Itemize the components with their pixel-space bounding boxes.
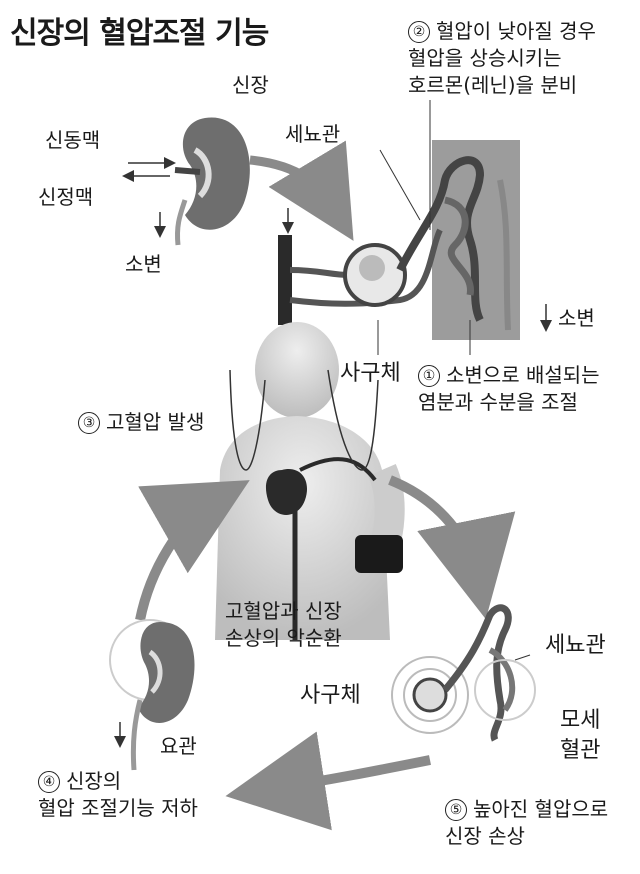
kidney-bottom-illustration [109,619,195,771]
step5-number: ⑤ [445,799,467,821]
kidney-top-illustration [122,117,250,246]
step4-line1: 신장의 [66,769,122,793]
step1-line2: 염분과 수분을 조절 [418,390,578,414]
step1-text: ① 소변으로 배설되는 염분과 수분을 조절 [418,362,600,416]
step4-number: ④ [38,771,60,793]
step2-number: ② [408,21,430,43]
step5-line1: 높아진 혈압으로 [473,797,609,821]
step5-text: ⑤ 높아진 혈압으로 신장 손상 [445,796,608,850]
nephron-top-illustration [278,100,552,355]
cycle-caption: 고혈압과 신장 손상의 악순환 [225,598,342,652]
human-torso-illustration [215,322,405,640]
label-tubule-top: 세뇨관 [285,122,341,146]
label-renal-vein: 신정맥 [38,185,94,209]
step2-line3: 호르몬(레닌)을 분비 [408,73,578,97]
diagram-title: 신장의 혈압조절 기능 [10,16,269,51]
step2-line1: 혈압이 낮아질 경우 [436,19,596,43]
step3-line1: 고혈압 발생 [106,410,205,434]
label-capillary: 모세 혈관 [560,706,600,765]
step5-line2: 신장 손상 [445,824,525,848]
step4-text: ④ 신장의 혈압 조절기능 저하 [38,768,198,822]
label-kidney: 신장 [232,73,269,97]
label-urine-right: 소변 [558,306,595,330]
label-capillary-line1: 모세 [560,708,601,733]
step2-text: ② 혈압이 낮아질 경우 혈압을 상승시키는 호르몬(레닌)을 분비 [408,18,596,99]
label-ureter: 요관 [160,734,197,758]
label-glomerulus-top: 사구체 [340,361,401,386]
cycle-caption-line2: 손상의 악순환 [225,626,342,650]
step1-number: ① [418,365,440,387]
step3-number: ③ [78,412,100,434]
step4-line2: 혈압 조절기능 저하 [38,796,198,820]
step2-line2: 혈압을 상승시키는 [408,46,562,70]
label-renal-artery: 신동맥 [45,128,101,152]
label-glomerulus-bottom: 사구체 [300,683,361,708]
label-capillary-line2: 혈관 [560,737,601,763]
step3-text: ③ 고혈압 발생 [78,410,204,435]
label-urine-left: 소변 [125,252,162,276]
nephron-bottom-illustration [391,604,536,742]
label-tubule-bottom: 세뇨관 [545,633,606,658]
step1-line1: 소변으로 배설되는 [446,363,600,387]
cycle-caption-line1: 고혈압과 신장 [225,599,342,623]
